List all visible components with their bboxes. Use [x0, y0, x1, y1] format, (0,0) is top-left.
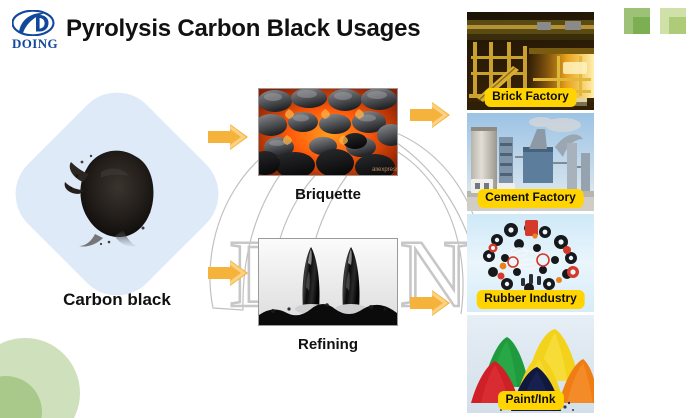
arrow-to-briquette	[208, 124, 248, 150]
application-card-rubber[interactable]: Rubber Industry	[467, 214, 594, 312]
briquette-caption: Briquette	[295, 186, 361, 203]
source-stage: Carbon black	[0, 75, 236, 313]
arrow-refining-to-applications	[410, 290, 450, 316]
refining-caption: Refining	[298, 336, 358, 353]
burning-briquette-coals-image: aliexpress	[258, 88, 398, 176]
brick-factory-label: Brick Factory	[484, 88, 577, 107]
application-card-cement[interactable]: Cement Factory	[467, 113, 594, 211]
green-square-light	[660, 8, 686, 34]
page-title: Pyrolysis Carbon Black Usages	[66, 14, 421, 42]
rubber-industry-label: Rubber Industry	[476, 290, 585, 309]
source-shape-backdrop	[0, 75, 236, 313]
application-card-brick[interactable]: Brick Factory	[467, 12, 594, 110]
refined-carbon-black-cones-image	[258, 238, 398, 326]
arrow-briquette-to-applications	[410, 102, 450, 128]
slide-header: DOING Pyrolysis Carbon Black Usages	[10, 10, 421, 50]
doing-d-logo-icon	[12, 10, 55, 36]
green-square-dark	[624, 8, 650, 34]
application-card-paint[interactable]: Paint/Ink	[467, 315, 594, 413]
paint-ink-label: Paint/Ink	[497, 391, 564, 410]
svg-text:aliexpress: aliexpress	[372, 167, 397, 173]
applications-column: Brick Factory	[467, 12, 594, 416]
process-briquette: aliexpress Briquette	[258, 88, 398, 203]
process-refining: Refining	[258, 238, 398, 353]
carbon-black-powder-pile-image	[64, 150, 154, 247]
doing-logo: DOING	[10, 10, 62, 50]
green-squares-decor	[624, 8, 686, 34]
arrow-to-refining	[208, 260, 248, 286]
doing-wordmark: DOING	[12, 36, 59, 51]
source-caption: Carbon black	[63, 290, 171, 309]
cement-factory-label: Cement Factory	[477, 189, 584, 208]
